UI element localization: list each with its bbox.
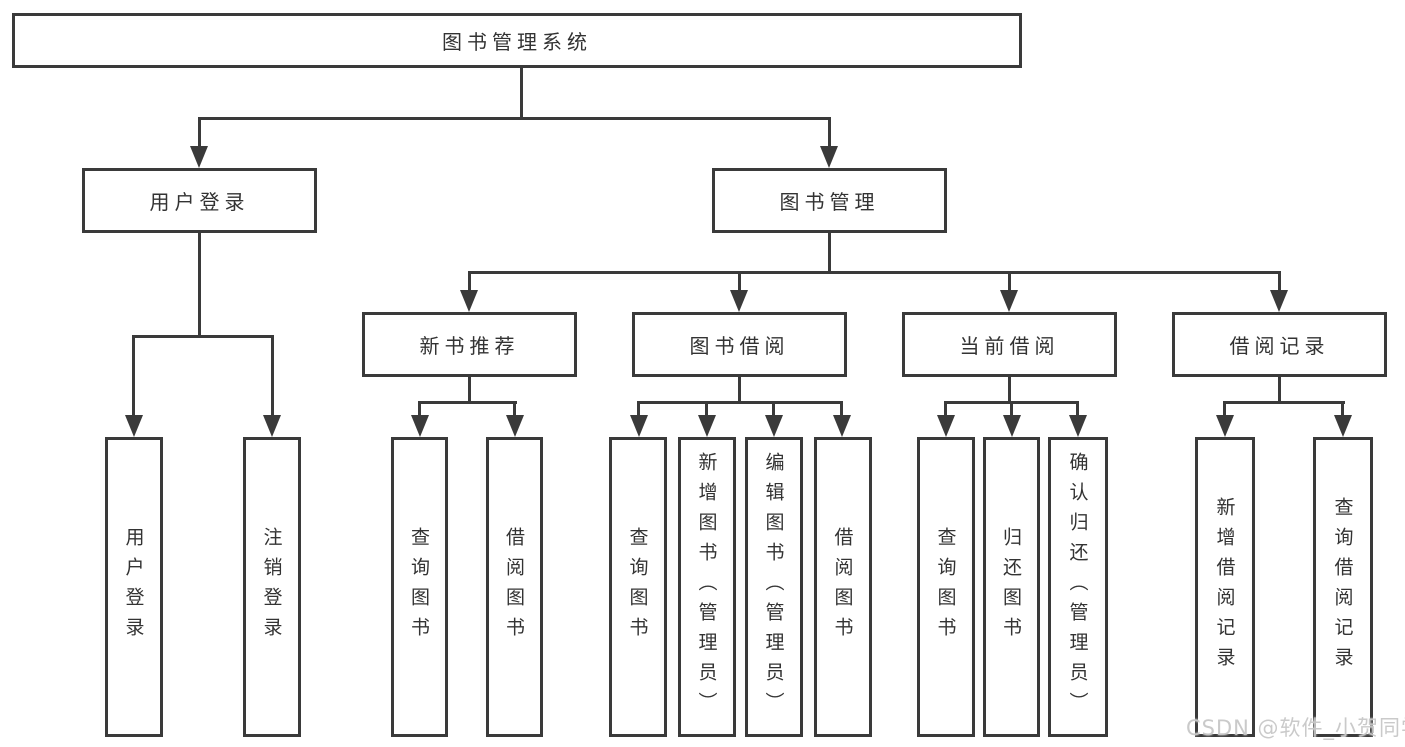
- connector-borrowing-stem: [738, 377, 741, 401]
- arrowhead-to-book-management: [820, 146, 838, 168]
- connector-borrowing-c3-line: [772, 401, 775, 417]
- csdn-watermark: CSDN @软件_小贺同学: [1186, 716, 1405, 740]
- connector-borrowing-c4-line: [840, 401, 843, 417]
- connector-bookmgmt-c1-line: [468, 271, 471, 292]
- arrowhead-to-leaf-logout: [263, 415, 281, 437]
- connector-current-c1-line: [944, 401, 947, 417]
- leaf-edit-book-admin: 编辑图书（管理员）: [745, 437, 803, 737]
- connector-borrowing-c2-line: [705, 401, 708, 417]
- connector-userlogin-bar: [132, 335, 274, 338]
- arrowhead-to-book-borrowing: [730, 290, 748, 312]
- leaf-confirm-return-admin: 确认归还（管理员）: [1048, 437, 1108, 737]
- arrowhead-to-leaf-edit-book: [765, 415, 783, 437]
- connector-newbook-c1-line: [418, 401, 421, 417]
- connector-current-c2-line: [1010, 401, 1013, 417]
- connector-root-stem: [520, 67, 523, 119]
- leaf-query-book-borrowing: 查询图书: [609, 437, 667, 737]
- arrowhead-to-borrowing-records: [1270, 290, 1288, 312]
- connector-borrowing-bar: [637, 401, 843, 404]
- connector-userlogin-child1-line: [132, 335, 135, 417]
- connector-newbook-stem: [468, 377, 471, 401]
- node-new-book-recommend: 新书推荐: [362, 312, 577, 377]
- leaf-logout: 注销登录: [243, 437, 301, 737]
- node-borrowing-records: 借阅记录: [1172, 312, 1387, 377]
- leaf-user-login: 用户登录: [105, 437, 163, 737]
- connector-newbook-bar: [418, 401, 517, 404]
- node-root-system: 图书管理系统: [12, 13, 1022, 68]
- arrowhead-to-leaf-borrow-recommend: [506, 415, 524, 437]
- connector-root-bar: [198, 117, 831, 120]
- arrowhead-to-current-borrowing: [1000, 290, 1018, 312]
- connector-bookmgmt-stem: [828, 233, 831, 271]
- connector-newbook-c2-line: [513, 401, 516, 417]
- arrowhead-to-leaf-add-record: [1216, 415, 1234, 437]
- node-current-borrowing: 当前借阅: [902, 312, 1117, 377]
- connector-bookmgmt-c4-line: [1278, 271, 1281, 292]
- arrowhead-to-leaf-add-book: [698, 415, 716, 437]
- arrowhead-to-leaf-query-recommend: [411, 415, 429, 437]
- arrowhead-to-user-login: [190, 146, 208, 168]
- leaf-borrow-book-borrowing: 借阅图书: [814, 437, 872, 737]
- connector-userlogin-stem: [198, 233, 201, 335]
- connector-root-to-userlogin-line: [198, 117, 201, 148]
- connector-current-stem: [1008, 377, 1011, 401]
- connector-records-c2-line: [1341, 401, 1344, 417]
- connector-root-to-bookmgmt-line: [828, 117, 831, 148]
- connector-bookmgmt-c2-line: [738, 271, 741, 292]
- node-book-management: 图书管理: [712, 168, 947, 233]
- arrowhead-to-leaf-query-current: [937, 415, 955, 437]
- node-user-login: 用户登录: [82, 168, 317, 233]
- arrowhead-to-leaf-query-borrowing: [630, 415, 648, 437]
- leaf-borrow-book-recommend: 借阅图书: [486, 437, 543, 737]
- connector-current-c3-line: [1076, 401, 1079, 417]
- leaf-add-book-admin: 新增图书（管理员）: [678, 437, 736, 737]
- connector-bookmgmt-c3-line: [1008, 271, 1011, 292]
- arrowhead-to-leaf-user-login: [125, 415, 143, 437]
- connector-userlogin-child2-line: [271, 335, 274, 417]
- arrowhead-to-leaf-confirm-return: [1069, 415, 1087, 437]
- leaf-query-borrow-record: 查询借阅记录: [1313, 437, 1373, 737]
- connector-records-stem: [1278, 377, 1281, 401]
- arrowhead-to-new-book-recommend: [460, 290, 478, 312]
- leaf-add-borrow-record: 新增借阅记录: [1195, 437, 1255, 737]
- arrowhead-to-leaf-query-record: [1334, 415, 1352, 437]
- connector-bookmgmt-bar: [468, 271, 1281, 274]
- arrowhead-to-leaf-borrow-borrowing: [833, 415, 851, 437]
- leaf-query-book-current: 查询图书: [917, 437, 975, 737]
- connector-records-bar: [1223, 401, 1345, 404]
- connector-borrowing-c1-line: [637, 401, 640, 417]
- node-book-borrowing: 图书借阅: [632, 312, 847, 377]
- connector-records-c1-line: [1223, 401, 1226, 417]
- leaf-return-book: 归还图书: [983, 437, 1040, 737]
- arrowhead-to-leaf-return-book: [1003, 415, 1021, 437]
- leaf-query-book-recommend: 查询图书: [391, 437, 448, 737]
